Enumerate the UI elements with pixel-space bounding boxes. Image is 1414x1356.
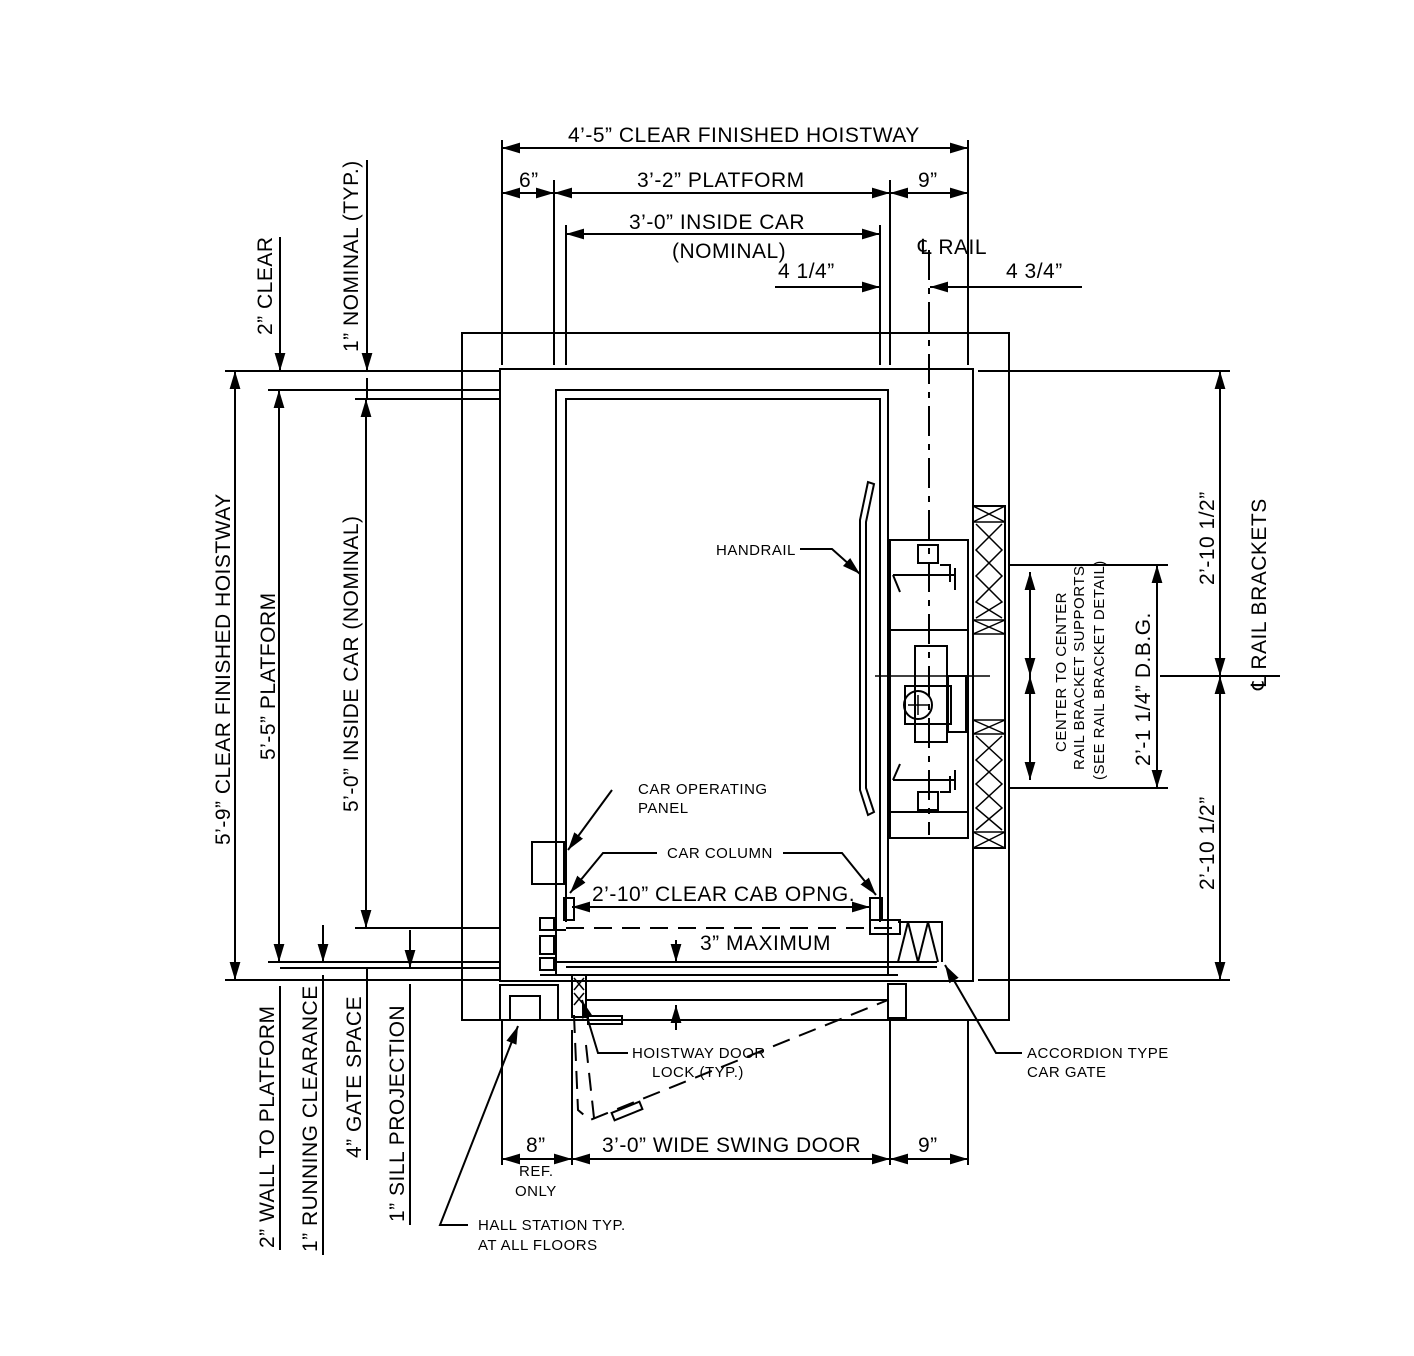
left-dimensions: [225, 160, 500, 1255]
label-cl-rail: ℄ RAIL: [917, 236, 987, 259]
accordion-gate: [897, 921, 943, 963]
label-cl-rail-brackets: ℄ RAIL BRACKETS: [1248, 498, 1271, 691]
label-3-maximum: 3” MAXIMUM: [700, 932, 831, 955]
callout-accordion-1: ACCORDION TYPE: [1027, 1045, 1169, 1062]
label-wall-to-platform: 2” WALL TO PLATFORM: [256, 1006, 279, 1249]
left-gate-hardware: [539, 917, 586, 976]
label-inside-car-nominal: (NOMINAL): [672, 240, 786, 263]
label-left-rail-dim: 4 1/4”: [778, 260, 835, 283]
label-right-offset: 9”: [918, 169, 938, 192]
label-ctc-2: RAIL BRACKET SUPPORTS: [1071, 566, 1088, 770]
car-enclosure: [555, 389, 889, 975]
callout-accordion-2: CAR GATE: [1027, 1064, 1107, 1081]
callout-cop-2: PANEL: [638, 800, 689, 817]
label-ref-only-1: REF.: [519, 1163, 554, 1180]
car-operating-panel: [531, 841, 565, 885]
callout-car-column: CAR COLUMN: [667, 845, 773, 862]
right-dimensions: [978, 370, 1280, 981]
label-inside-car-depth: 5’-0” INSIDE CAR (NOMINAL): [340, 515, 363, 812]
label-platform-depth: 5’-5” PLATFORM: [257, 592, 280, 760]
label-ref-8: 8”: [526, 1134, 546, 1157]
label-swing-door: 3’-0” WIDE SWING DOOR: [602, 1134, 861, 1157]
label-ctc-3: (SEE RAIL BRACKET DETAIL): [1091, 560, 1108, 780]
hall-station: [509, 995, 541, 1021]
label-hoistway-depth: 5’-9” CLEAR FINISHED HOISTWAY: [212, 493, 235, 845]
label-upper-rail-dim: 2’-10 1/2”: [1196, 491, 1219, 585]
label-right-rail-dim: 4 3/4”: [1006, 260, 1063, 283]
label-running-clearance: 1” RUNNING CLEARANCE: [299, 985, 322, 1252]
label-hoistway-width: 4’-5” CLEAR FINISHED HOISTWAY: [568, 124, 920, 147]
handrail: [859, 480, 876, 817]
label-ctc-1: CENTER TO CENTER: [1053, 592, 1070, 752]
callout-hall-station-2: AT ALL FLOORS: [478, 1237, 598, 1254]
callout-cop-1: CAR OPERATING: [638, 781, 768, 798]
callout-door-lock-2: LOCK (TYP.): [652, 1064, 744, 1081]
label-ref-only-2: ONLY: [515, 1183, 557, 1200]
label-dbg: 2’-1 1/4” D.B.G.: [1132, 612, 1155, 766]
leaders: [438, 548, 1022, 1226]
label-cab-opening: 2’-10” CLEAR CAB OPNG.: [592, 883, 855, 906]
label-nominal-typ: 1” NOMINAL (TYP.): [340, 160, 363, 352]
label-left-offset: 6”: [519, 169, 539, 192]
callout-hall-station-1: HALL STATION TYP.: [478, 1217, 626, 1234]
label-bottom-right: 9”: [918, 1134, 938, 1157]
label-inside-car-width: 3’-0” INSIDE CAR: [629, 211, 805, 234]
top-dimensions: [501, 140, 1082, 365]
label-lower-rail-dim: 2’-10 1/2”: [1196, 796, 1219, 890]
label-gate-space: 4” GATE SPACE: [343, 996, 366, 1158]
bottom-dimensions: [501, 901, 969, 1165]
callout-door-lock-1: HOISTWAY DOOR: [632, 1045, 766, 1062]
rail-bracket-assembly: [875, 505, 1006, 849]
callout-handrail: HANDRAIL: [716, 542, 796, 559]
label-platform-width: 3’-2” PLATFORM: [637, 169, 805, 192]
label-2-clear: 2” CLEAR: [254, 236, 277, 335]
label-sill-projection: 1” SILL PROJECTION: [386, 1005, 409, 1222]
hoistway-door: [571, 974, 907, 1122]
